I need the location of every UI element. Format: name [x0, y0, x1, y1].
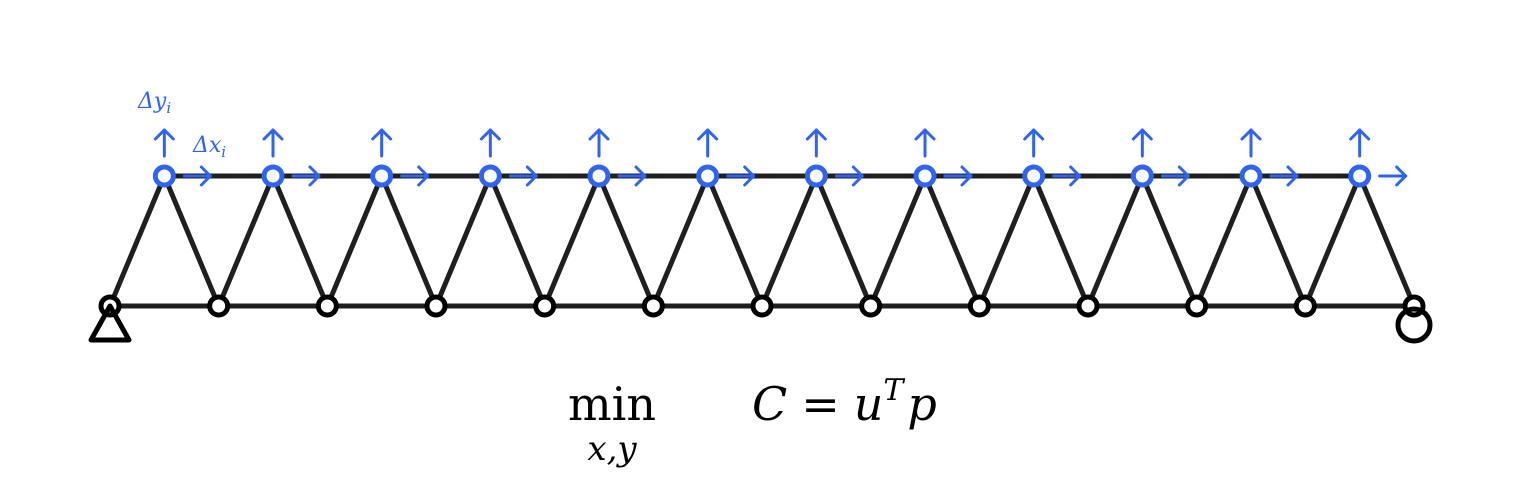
truss-members — [107, 173, 1417, 309]
top-node — [804, 164, 828, 188]
top-node — [261, 164, 285, 188]
truss-nodes — [98, 164, 1426, 318]
delta-x-arrow — [182, 165, 212, 187]
pin-support — [88, 303, 132, 343]
bottom-node — [1293, 294, 1317, 318]
bottom-node — [207, 294, 231, 318]
roller-support — [1395, 306, 1433, 344]
delta-y-arrow — [588, 128, 610, 158]
top-node — [370, 164, 394, 188]
compliance-equation: C=uTp — [752, 373, 937, 431]
top-node — [1130, 164, 1154, 188]
delta-y-label: Δyi — [137, 89, 171, 117]
delta-y-arrow — [153, 128, 175, 158]
top-node — [478, 164, 502, 188]
delta-y-arrow — [371, 128, 393, 158]
bottom-node — [641, 294, 665, 318]
delta-y-arrow — [805, 128, 827, 158]
delta-x-arrow — [1160, 165, 1190, 187]
bottom-node — [1076, 294, 1100, 318]
diagonal-member — [270, 173, 330, 309]
delta-y-arrow — [262, 128, 284, 158]
top-node — [913, 164, 937, 188]
delta-x-arrow — [617, 165, 647, 187]
diagonal-member — [922, 173, 982, 309]
diagonal-member — [868, 173, 928, 309]
top-node — [1239, 164, 1263, 188]
delta-x-arrow — [1269, 165, 1299, 187]
diagonal-member — [324, 173, 385, 309]
diagonal-member — [1031, 173, 1091, 309]
diagonal-member — [813, 173, 874, 309]
delta-y-arrow — [1023, 128, 1045, 158]
bottom-node — [750, 294, 774, 318]
diagonal-member — [1194, 173, 1254, 309]
delta-x-arrow — [400, 165, 430, 187]
delta-y-arrow — [479, 128, 501, 158]
delta-x-label: Δxi — [192, 133, 226, 161]
diagonal-member — [976, 173, 1037, 309]
diagonal-member — [1248, 173, 1308, 309]
diagonal-member — [759, 173, 819, 309]
delta-x-arrow — [943, 165, 973, 187]
top-node — [587, 164, 611, 188]
delta-y-arrow — [1349, 128, 1371, 158]
delta-x-arrow — [1378, 165, 1408, 187]
diagonal-member — [596, 173, 656, 309]
diagonal-member — [705, 173, 765, 309]
delta-y-arrow — [1240, 128, 1262, 158]
delta-x-arrow — [291, 165, 321, 187]
top-node — [696, 164, 720, 188]
diagonal-member — [216, 173, 276, 309]
delta-x-arrow — [1052, 165, 1082, 187]
bottom-node — [315, 294, 339, 318]
diagonal-member — [650, 173, 711, 309]
top-node — [152, 164, 176, 188]
top-node — [1022, 164, 1046, 188]
delta-x-arrow — [834, 165, 864, 187]
diagonal-member — [161, 173, 222, 309]
diagonal-member — [1085, 173, 1145, 309]
delta-y-arrow — [914, 128, 936, 158]
diagonal-member — [1139, 173, 1200, 309]
diagonal-member — [379, 173, 439, 309]
delta-y-arrow — [697, 128, 719, 158]
diagonal-member — [487, 173, 548, 309]
top-node — [1348, 164, 1372, 188]
bottom-node — [859, 294, 883, 318]
bottom-node — [967, 294, 991, 318]
min-subscript: x,y — [587, 429, 637, 469]
delta-x-arrow — [726, 165, 756, 187]
diagonal-member — [107, 173, 167, 309]
bottom-node — [1185, 294, 1209, 318]
bottom-node — [533, 294, 557, 318]
design-variable-arrows — [153, 128, 1408, 187]
bottom-node — [424, 294, 448, 318]
diagonal-member — [542, 173, 602, 309]
diagonal-member — [433, 173, 493, 309]
delta-y-arrow — [1131, 128, 1153, 158]
diagonal-member — [1302, 173, 1363, 309]
min-operator: min — [568, 377, 656, 431]
delta-x-arrow — [508, 165, 538, 187]
diagonal-member — [1357, 173, 1417, 309]
